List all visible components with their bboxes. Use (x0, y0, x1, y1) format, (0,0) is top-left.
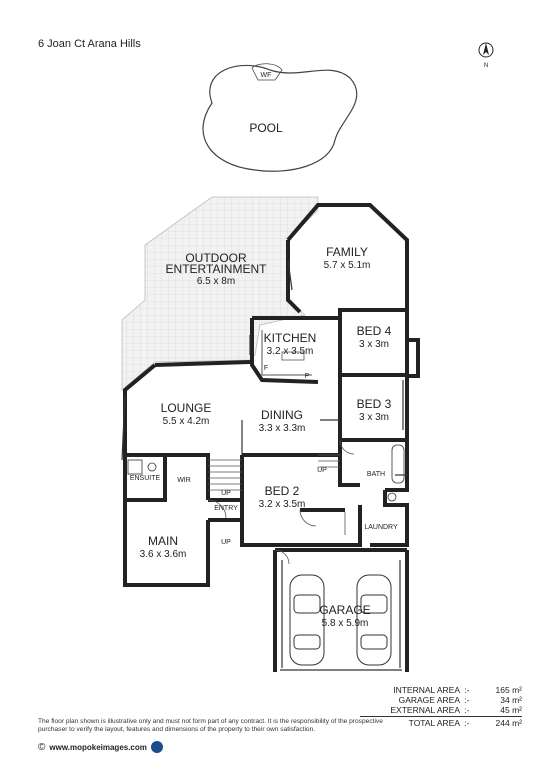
pool-label: POOL (249, 121, 283, 135)
footer: © www.mopokeimages.com (38, 741, 163, 753)
bed2-dim: 3.2 x 3.5m (259, 499, 306, 510)
mopoke-logo-icon (150, 741, 163, 753)
garage-dim: 5.8 x 5.9m (322, 618, 369, 629)
laundry-label: LAUNDRY (364, 524, 398, 531)
kitchen-dim: 3.2 x 3.5m (267, 346, 314, 357)
bed3-dim: 3 x 3m (359, 412, 389, 423)
stairs-up-label-3: UP (221, 539, 231, 546)
area-row-internal: INTERNAL AREA :- 165 m² (393, 685, 522, 695)
main-dim: 3.6 x 3.6m (140, 549, 187, 560)
area-row-external: EXTERNAL AREA :- 45 m² (390, 705, 522, 715)
bath-label: BATH (367, 471, 385, 478)
bed4-label: BED 4 (357, 324, 392, 338)
wf-label: WF (261, 72, 272, 79)
bed3-label: BED 3 (357, 397, 392, 411)
north-arrow-icon: N (478, 42, 494, 69)
outdoor-label-2: ENTERTAINMENT (166, 262, 268, 276)
kitchen-bench (261, 330, 312, 376)
property-address: 6 Joan Ct Arana Hills (38, 38, 141, 50)
copyright-icon: © (38, 741, 46, 753)
area-summary: INTERNAL AREA :- 165 m² GARAGE AREA :- 3… (360, 685, 522, 728)
wir-label: WIR (177, 477, 191, 484)
lounge-label: LOUNGE (161, 401, 212, 415)
dining-label: DINING (261, 408, 303, 422)
house-walls (123, 203, 420, 672)
pool-outline (202, 64, 358, 172)
main-label: MAIN (148, 534, 178, 548)
garage-label: GARAGE (319, 603, 370, 617)
doors (207, 439, 355, 565)
family-dim: 5.7 x 5.1m (324, 260, 371, 271)
north-label: N (484, 63, 488, 69)
outdoor-dim: 6.5 x 8m (197, 276, 235, 287)
bed4-dim: 3 x 3m (359, 339, 389, 350)
ensuite-shower (127, 459, 143, 475)
kitchen-island (281, 351, 305, 361)
pantry-label: P (305, 373, 310, 380)
ensuite-toilet (147, 462, 157, 472)
stairs-up-label-1: UP (221, 490, 231, 497)
stairs (208, 454, 340, 491)
ensuite-label: ENSUITE (130, 475, 161, 482)
area-row-total: TOTAL AREA :- 244 m² (360, 716, 522, 728)
bathtub (391, 444, 405, 484)
outdoor-label-1: OUTDOOR (185, 251, 247, 265)
area-row-garage: GARAGE AREA :- 34 m² (398, 695, 522, 705)
family-label: FAMILY (326, 245, 368, 259)
laundry-tub (387, 492, 397, 502)
outdoor-deck (121, 196, 319, 391)
stairs-up-label-2: UP (317, 467, 327, 474)
internal-walls (121, 259, 407, 671)
bed2-label: BED 2 (265, 484, 300, 498)
fridge-label: F (264, 365, 268, 372)
disclaimer-text: The floor plan shown is illustrative onl… (38, 718, 383, 733)
car-left-icon (289, 574, 325, 666)
lounge-dim: 5.5 x 4.2m (163, 416, 210, 427)
car-right-icon (356, 574, 392, 666)
kitchen-label: KITCHEN (264, 331, 317, 345)
entry-label: ENTRY (214, 505, 238, 512)
dining-dim: 3.3 x 3.3m (259, 423, 306, 434)
website-link[interactable]: www.mopokeimages.com (49, 742, 147, 752)
pool-wf (251, 63, 283, 81)
